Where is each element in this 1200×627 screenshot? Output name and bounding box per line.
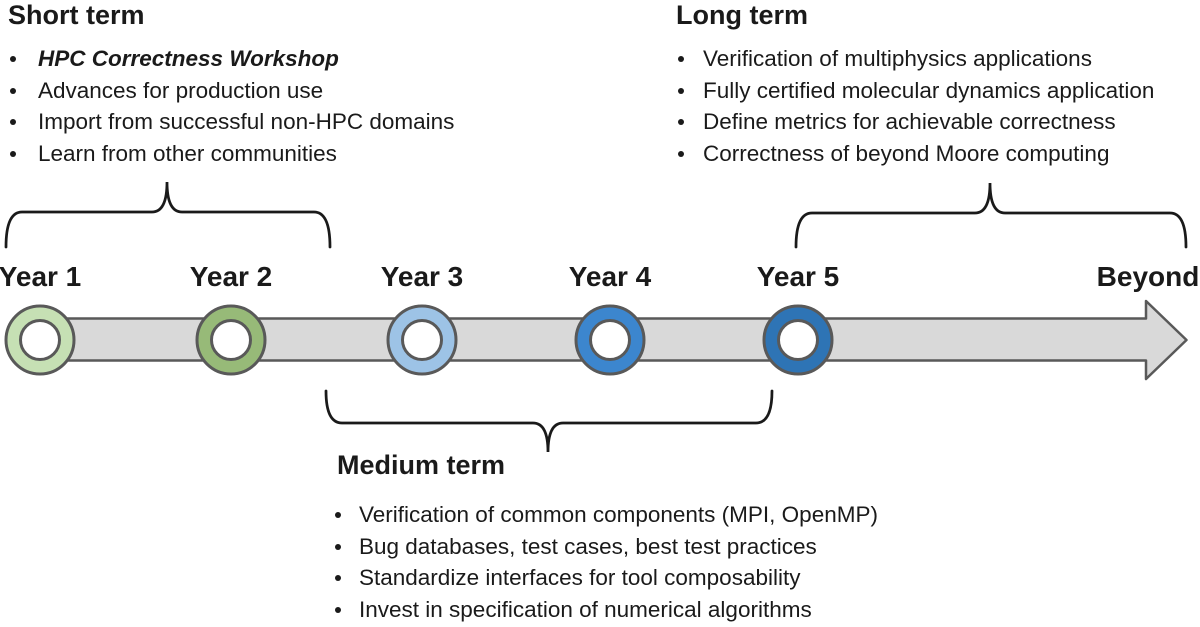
year-3-inner-circle-icon bbox=[401, 319, 443, 361]
list-item-label: Bug databases, test cases, best test pra… bbox=[359, 533, 817, 559]
bullet-icon bbox=[335, 575, 341, 581]
list-item: Verification of multiphysics application… bbox=[676, 43, 1154, 75]
year-2-inner-circle-icon bbox=[210, 319, 252, 361]
year-4-label: Year 4 bbox=[568, 261, 652, 292]
list-item: HPC Correctness Workshop bbox=[8, 43, 454, 75]
short-term-section: Short term HPC Correctness Workshop Adva… bbox=[8, 0, 454, 169]
short-term-title: Short term bbox=[8, 0, 145, 30]
long-term-section: Long term Verification of multiphysics a… bbox=[676, 0, 1154, 169]
year-3-marker bbox=[386, 304, 458, 376]
brace-long-term-icon bbox=[794, 182, 1188, 249]
bullet-icon bbox=[335, 606, 341, 613]
list-item-label: Import from successful non-HPC domains bbox=[38, 109, 455, 134]
list-item-label: Verification of common components (MPI, … bbox=[359, 502, 878, 527]
list-item-label: HPC Correctness Workshop bbox=[38, 46, 339, 71]
year-5-inner-circle-icon bbox=[777, 319, 819, 361]
bullet-icon bbox=[678, 56, 684, 62]
list-item: Invest in specification of numerical alg… bbox=[335, 594, 878, 626]
list-item: Bug databases, test cases, best test pra… bbox=[335, 531, 878, 563]
year-3-label: Year 3 bbox=[380, 261, 464, 292]
bullet-icon bbox=[10, 56, 16, 62]
list-item: Learn from other communities bbox=[8, 138, 454, 170]
beyond-label: Beyond bbox=[1096, 261, 1200, 292]
year-4-inner-circle-icon bbox=[589, 319, 631, 361]
brace-medium-term-icon bbox=[324, 389, 774, 453]
list-item: Import from successful non-HPC domains bbox=[8, 106, 454, 138]
brace-short-term-icon bbox=[4, 181, 332, 249]
year-2-marker bbox=[195, 304, 267, 376]
list-item: Standardize interfaces for tool composab… bbox=[335, 562, 878, 594]
bullet-icon bbox=[678, 150, 684, 157]
year-2-label: Year 2 bbox=[189, 261, 273, 292]
year-1-label: Year 1 bbox=[0, 261, 82, 292]
list-item: Correctness of beyond Moore computing bbox=[676, 138, 1154, 170]
list-item-label: Fully certified molecular dynamics appli… bbox=[703, 77, 1155, 103]
bullet-icon bbox=[10, 119, 16, 125]
year-5-marker bbox=[762, 304, 834, 376]
bullet-icon bbox=[678, 87, 684, 94]
bullet-icon bbox=[335, 512, 341, 518]
bullet-icon bbox=[10, 87, 16, 94]
year-1-marker bbox=[4, 304, 76, 376]
list-item: Define metrics for achievable correctnes… bbox=[676, 106, 1154, 138]
long-term-title: Long term bbox=[676, 0, 808, 30]
list-item-label: Verification of multiphysics application… bbox=[703, 46, 1092, 71]
list-item-label: Correctness of beyond Moore computing bbox=[703, 140, 1110, 166]
year-4-marker bbox=[574, 304, 646, 376]
bullet-icon bbox=[10, 150, 16, 157]
medium-term-section: Medium term Verification of common compo… bbox=[335, 450, 878, 626]
bullet-icon bbox=[335, 543, 341, 550]
medium-term-list: Verification of common components (MPI, … bbox=[335, 499, 878, 626]
bullet-icon bbox=[678, 119, 684, 125]
list-item-label: Invest in specification of numerical alg… bbox=[359, 596, 812, 622]
list-item: Fully certified molecular dynamics appli… bbox=[676, 75, 1154, 107]
list-item: Advances for production use bbox=[8, 75, 454, 107]
list-item-label: Learn from other communities bbox=[38, 140, 337, 166]
short-term-list: HPC Correctness Workshop Advances for pr… bbox=[8, 43, 454, 169]
list-item-label: Advances for production use bbox=[38, 77, 324, 103]
medium-term-title: Medium term bbox=[337, 450, 506, 480]
long-term-list: Verification of multiphysics application… bbox=[676, 43, 1154, 169]
list-item-label: Define metrics for achievable correctnes… bbox=[703, 109, 1116, 134]
list-item: Verification of common components (MPI, … bbox=[335, 499, 878, 531]
year-5-label: Year 5 bbox=[756, 261, 840, 292]
year-1-inner-circle-icon bbox=[19, 319, 61, 361]
list-item-label: Standardize interfaces for tool composab… bbox=[359, 565, 801, 590]
